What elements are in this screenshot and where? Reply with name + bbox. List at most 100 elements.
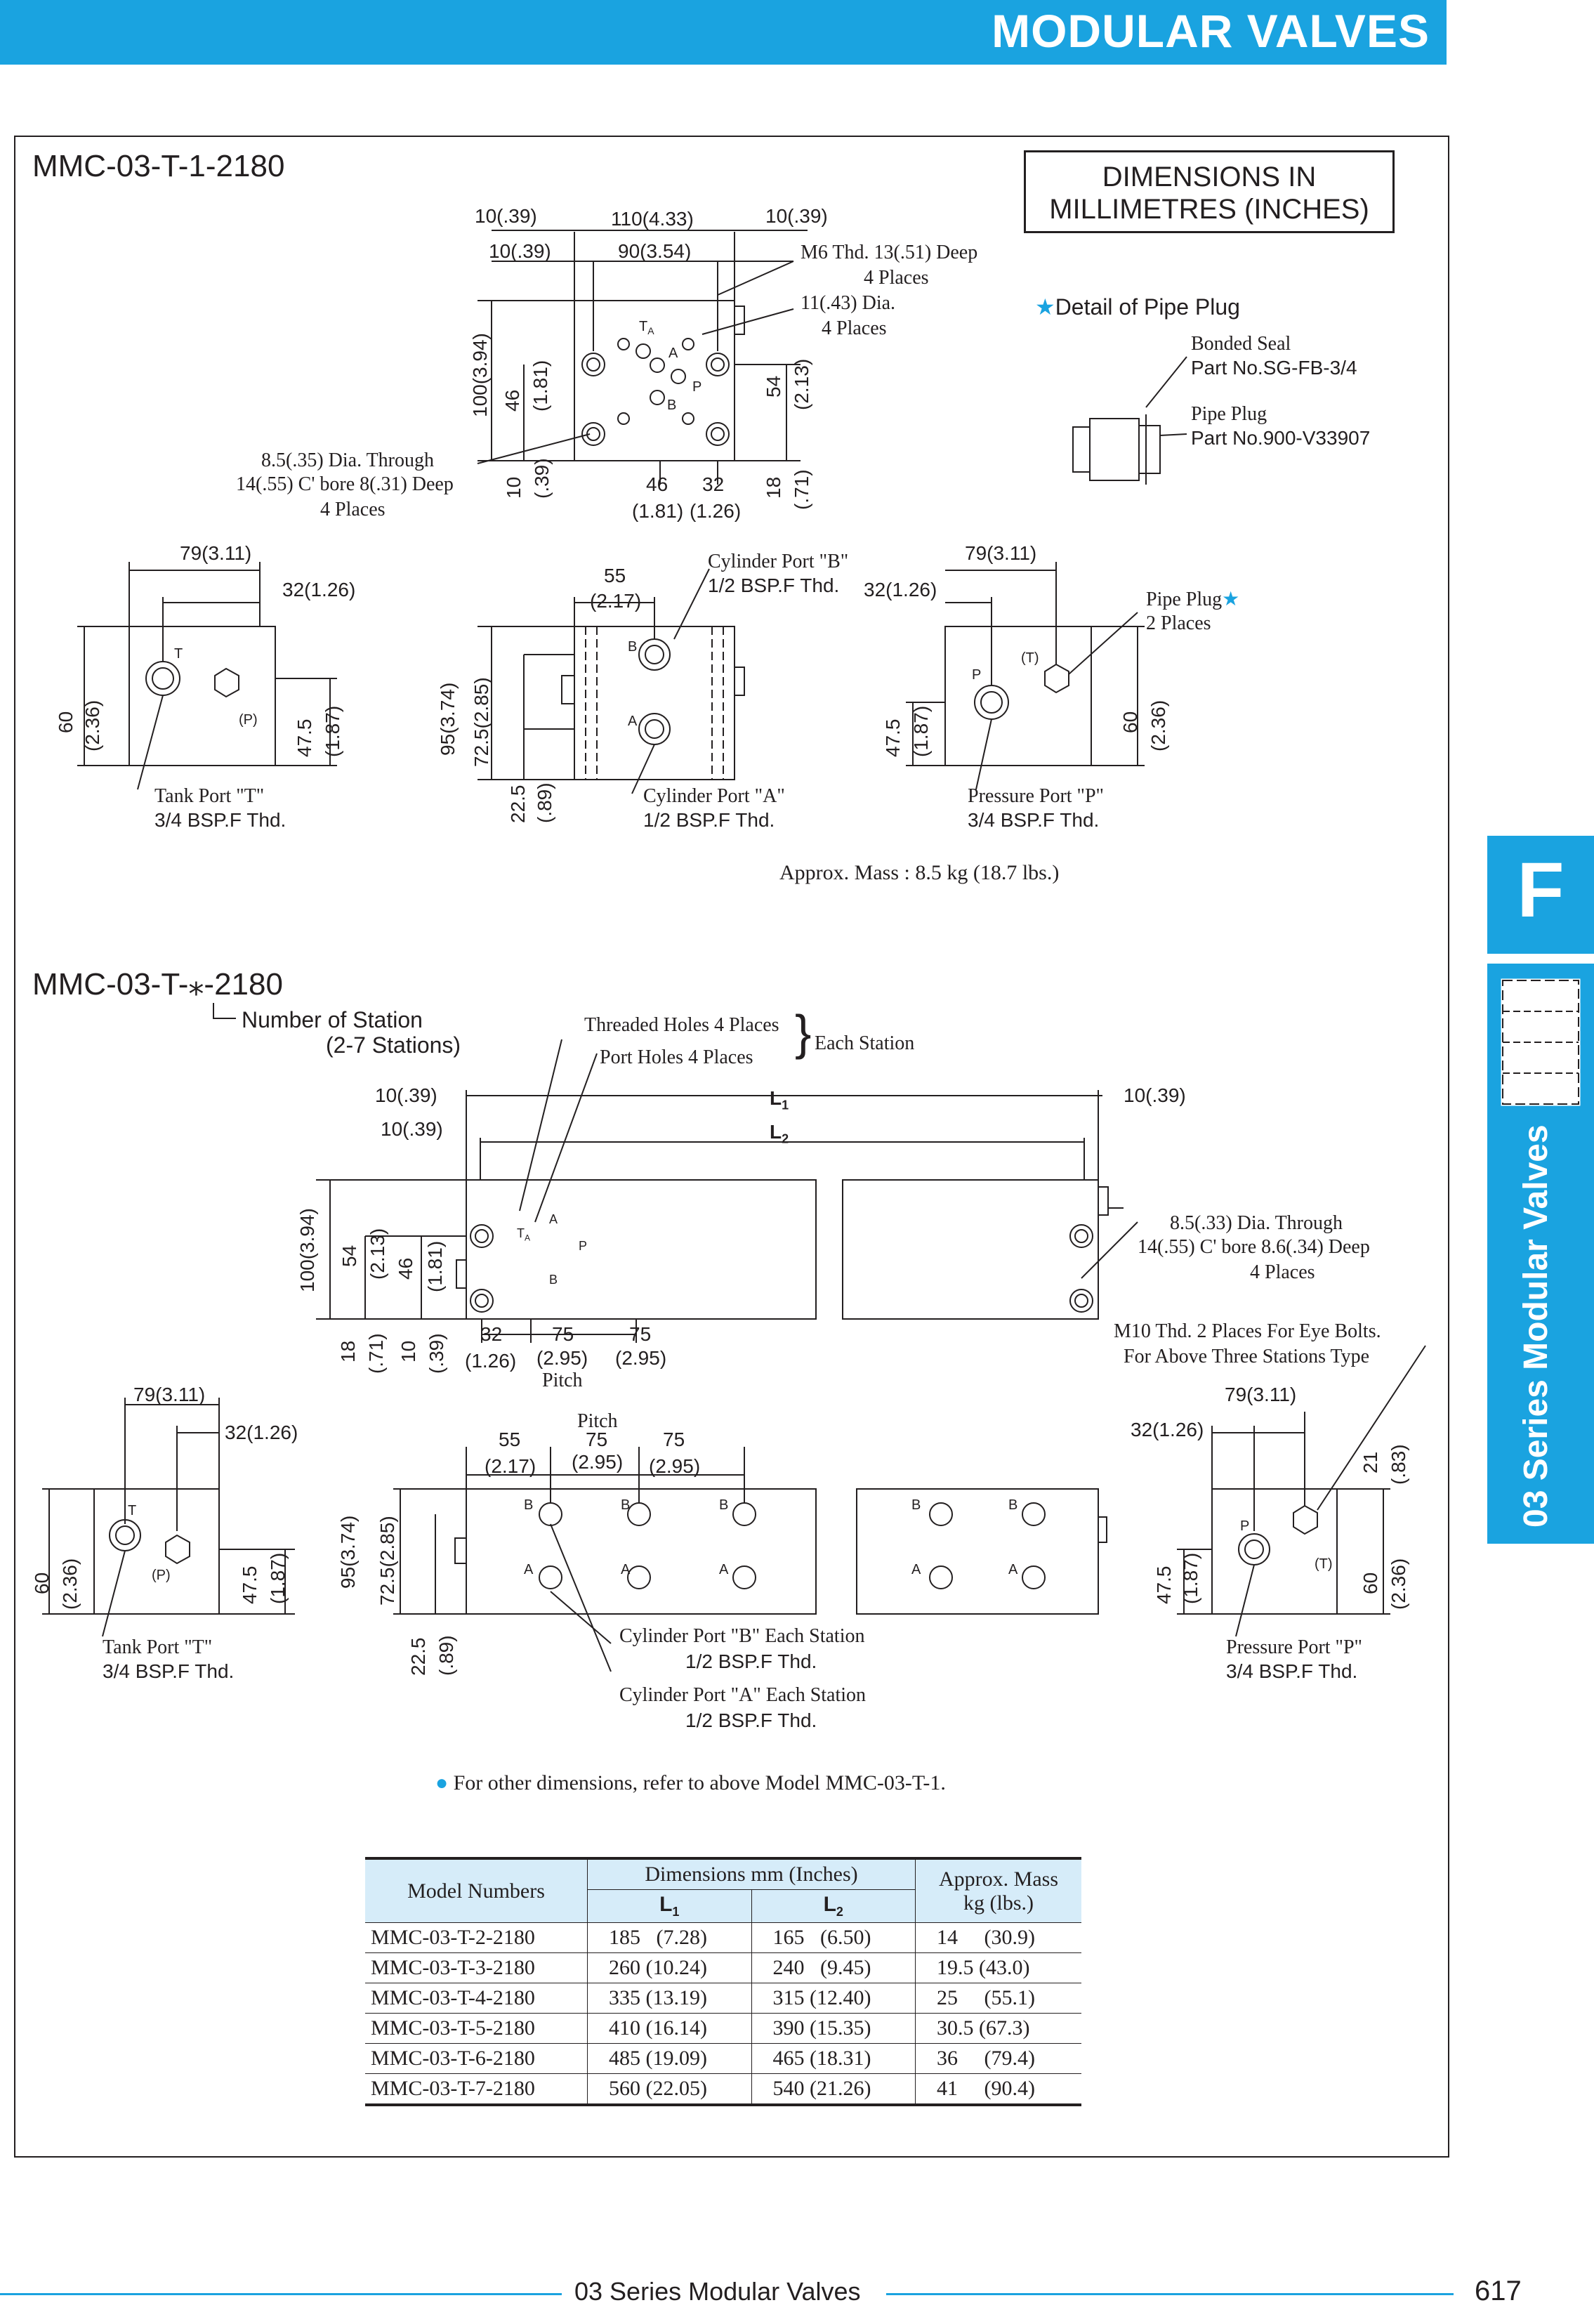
port-label-ta: TA [517,1226,531,1243]
dim-label: 10(.39) [375,1084,437,1106]
port-label-p: P [579,1239,588,1253]
dim-label: 95(3.74) [337,1515,359,1589]
port-label-ta: TA [639,319,654,336]
dim-label: 75 [629,1323,652,1345]
brace-icon: } [795,1005,812,1060]
port-label-p: (P) [152,1568,171,1583]
bullet-icon: ● [435,1771,449,1794]
section-tab-label: 03 Series Modular Valves [1517,1124,1555,1528]
cylinder-port-b-label: Cylinder Port "B" Each Station [619,1625,865,1647]
dim-label: 18 [337,1340,359,1363]
callout-through-places: 4 Places [320,499,386,520]
tank-port-thread: 3/4 BSP.F Thd. [154,809,286,831]
cylinder-port-b-thread: 1/2 BSP.F Thd. [708,575,840,596]
each-station-label: Each Station [815,1032,915,1054]
dim-label: 21 [1359,1451,1381,1473]
dim-label: 79(3.11) [965,542,1037,564]
dim-label: 10 [397,1340,419,1363]
dim-label: (.71) [791,469,812,510]
dim-label: 90(3.54) [618,240,692,262]
dim-label: 47.5 [1153,1565,1175,1605]
port-label-a: A [1008,1562,1018,1577]
dim-label: 32(1.26) [282,579,356,600]
dim-label: (2.17) [485,1455,536,1477]
dim-label: 72.5(2.85) [376,1516,398,1606]
dim-label: (2.13) [367,1228,388,1280]
port-label-b: B [911,1497,921,1513]
dim-label: 32 [480,1323,503,1345]
port-label-p: P [692,379,702,395]
port-label-b: B [524,1497,534,1513]
dim-label: (1.87) [267,1552,289,1604]
port-label-b: B [719,1497,729,1513]
content-frame [14,136,1449,2158]
table-header-model: Model Numbers [365,1857,588,1923]
tank-port-label: Tank Port "T" [154,785,265,807]
port-label-a: A [524,1562,534,1577]
dim-label: 79(3.11) [180,542,252,564]
dim-label: 10(.39) [381,1118,443,1140]
dim-label: 60 [31,1572,53,1594]
cylinder-port-b-label: Cylinder Port "B" [708,551,849,572]
port-label-a: A [621,1562,631,1577]
port-label-b: B [1008,1497,1018,1513]
pipe-plug-callout: Pipe Plug★ [1146,589,1240,610]
dim-label: (1.87) [910,705,932,757]
dim-label: 75 [552,1323,574,1345]
callout-through: 8.5(.33) Dia. Through [1170,1212,1343,1234]
cylinder-port-a-label: Cylinder Port "A" [643,785,785,807]
dim-label: 79(3.11) [1225,1384,1297,1405]
pressure-port-label: Pressure Port "P" [968,785,1104,807]
dim-label: 47.5 [239,1565,261,1605]
dim-label: (.89) [435,1635,457,1676]
dim-label: (1.87) [1180,1552,1201,1604]
port-label-a: A [668,346,678,361]
footer-text: 03 Series Modular Valves [574,2277,861,2306]
dim-label: (2.95) [615,1347,667,1369]
dim-label: 22.5 [507,784,529,824]
section-tab-f: F [1487,836,1594,954]
dim-label: 22.5 [407,1637,429,1676]
port-label-a: A [719,1562,729,1577]
dimensions-note: DIMENSIONS IN MILLIMETRES (INCHES) [1024,150,1395,233]
dim-label: (2.95) [536,1347,588,1369]
port-label-b: B [549,1273,558,1287]
dim-label: 10 [503,476,525,499]
dim-label: 10(.39) [489,240,551,262]
footer-rule-right [886,2293,1454,2295]
port-label-t: (T) [1315,1556,1333,1572]
dim-label: 18 [763,476,784,499]
port-label-t: (T) [1021,650,1039,666]
callout-through-places: 4 Places [1250,1261,1315,1283]
dim-label: 54 [763,375,784,398]
port-label-b: B [628,639,638,655]
dim-label: (1.87) [322,705,343,757]
section1-model-title: MMC-03-T-1-2180 [32,149,285,183]
dim-label: (1.81) [632,500,684,522]
dim-label: (2.17) [590,590,642,612]
dim-label: (2.36) [1147,700,1169,751]
dim-label: (2.13) [791,358,812,410]
port-label-p: (P) [239,712,258,728]
dim-label: 75 [663,1429,685,1450]
dim-label: 100(3.94) [469,333,491,417]
pressure-port-thread: 3/4 BSP.F Thd. [968,809,1100,831]
dim-label: 55 [499,1429,521,1450]
port-label-b: B [621,1497,631,1513]
dim-label: (1.81) [424,1240,446,1292]
table-header-l1: L1 [587,1889,752,1923]
cylinder-port-b-thread: 1/2 BSP.F Thd. [685,1650,817,1672]
dim-label: 79(3.11) [133,1384,206,1405]
port-label-a: A [911,1562,921,1577]
dim-label: 10(.39) [475,205,537,227]
table-header-dims: Dimensions mm (Inches) [587,1857,916,1890]
dim-label-l2: L2 [770,1121,789,1146]
pipe-plug-places: 2 Places [1146,612,1211,634]
dim-label: 46 [501,389,523,412]
dim-label: 54 [338,1245,360,1267]
